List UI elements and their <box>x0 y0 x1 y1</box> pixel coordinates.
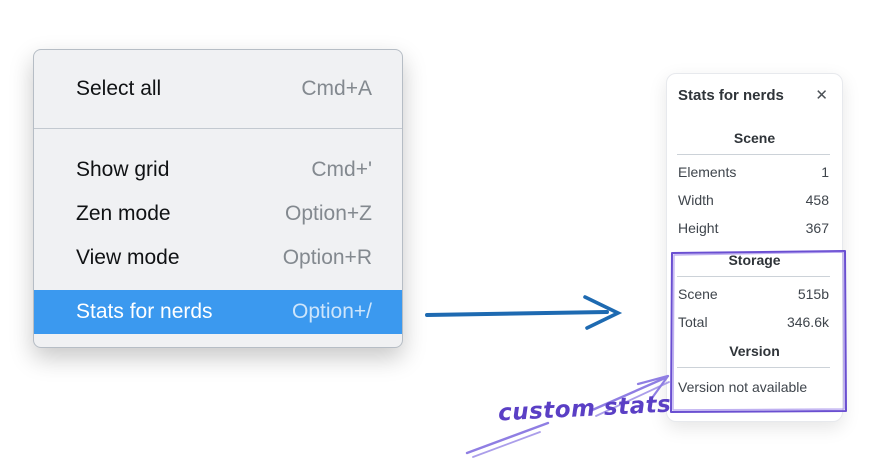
menu-item-shortcut: Option+/ <box>292 300 372 323</box>
menu-item-view-mode[interactable]: View mode Option+R <box>34 236 402 280</box>
menu-item-shortcut: Cmd+A <box>301 77 372 100</box>
stat-label: Scene <box>678 286 718 302</box>
stats-panel-header: Stats for nerds ✕ <box>667 74 842 104</box>
stat-row-scene-storage: Scene 515b <box>667 280 842 308</box>
menu-item-shortcut: Option+R <box>282 246 372 269</box>
section-divider <box>677 276 830 277</box>
stat-value: 458 <box>805 192 829 208</box>
stat-label: Total <box>678 314 708 330</box>
section-divider <box>677 154 830 155</box>
menu-divider <box>34 128 402 129</box>
menu-item-label: Select all <box>76 77 162 100</box>
menu-item-show-grid[interactable]: Show grid Cmd+' <box>34 148 402 192</box>
close-icon[interactable]: ✕ <box>815 87 828 104</box>
section-divider <box>677 367 830 368</box>
menu-item-label: Show grid <box>76 158 170 181</box>
menu-item-zen-mode[interactable]: Zen mode Option+Z <box>34 192 402 236</box>
section-heading-storage: Storage <box>728 252 781 268</box>
stat-row-elements: Elements 1 <box>667 158 842 186</box>
pointer-arrow <box>425 295 623 330</box>
stat-value: 367 <box>805 220 829 236</box>
section-heading-scene: Scene <box>733 130 776 146</box>
stat-row-width: Width 458 <box>667 186 842 214</box>
menu-group: Show grid Cmd+' Zen mode Option+Z View m… <box>34 129 402 334</box>
stats-panel-title: Stats for nerds <box>678 87 784 104</box>
stat-value: 346.6k <box>786 314 829 330</box>
menu-item-shortcut: Option+Z <box>285 202 372 225</box>
menu-item-label: Stats for nerds <box>76 300 213 323</box>
context-menu: Select all Cmd+A Show grid Cmd+' Zen mod… <box>33 49 403 348</box>
stats-panel: Stats for nerds ✕ Scene Elements 1 Width… <box>666 73 843 422</box>
version-note: Version not available <box>678 379 808 395</box>
menu-item-shortcut: Cmd+' <box>311 158 372 181</box>
stat-value: 1 <box>821 164 829 180</box>
annotation-label: custom stats <box>497 391 672 427</box>
stat-label: Elements <box>678 164 737 180</box>
menu-item-stats-for-nerds[interactable]: Stats for nerds Option+/ <box>34 290 402 334</box>
stat-row-total-storage: Total 346.6k <box>667 308 842 336</box>
stat-row-height: Height 367 <box>667 214 842 242</box>
stat-label: Height <box>678 220 719 236</box>
section-heading-version: Version <box>729 343 780 359</box>
menu-item-label: Zen mode <box>76 202 171 225</box>
stat-value: 515b <box>797 286 829 302</box>
menu-item-label: View mode <box>76 246 180 269</box>
menu-item-select-all[interactable]: Select all Cmd+A <box>34 50 402 128</box>
stat-label: Width <box>678 192 714 208</box>
